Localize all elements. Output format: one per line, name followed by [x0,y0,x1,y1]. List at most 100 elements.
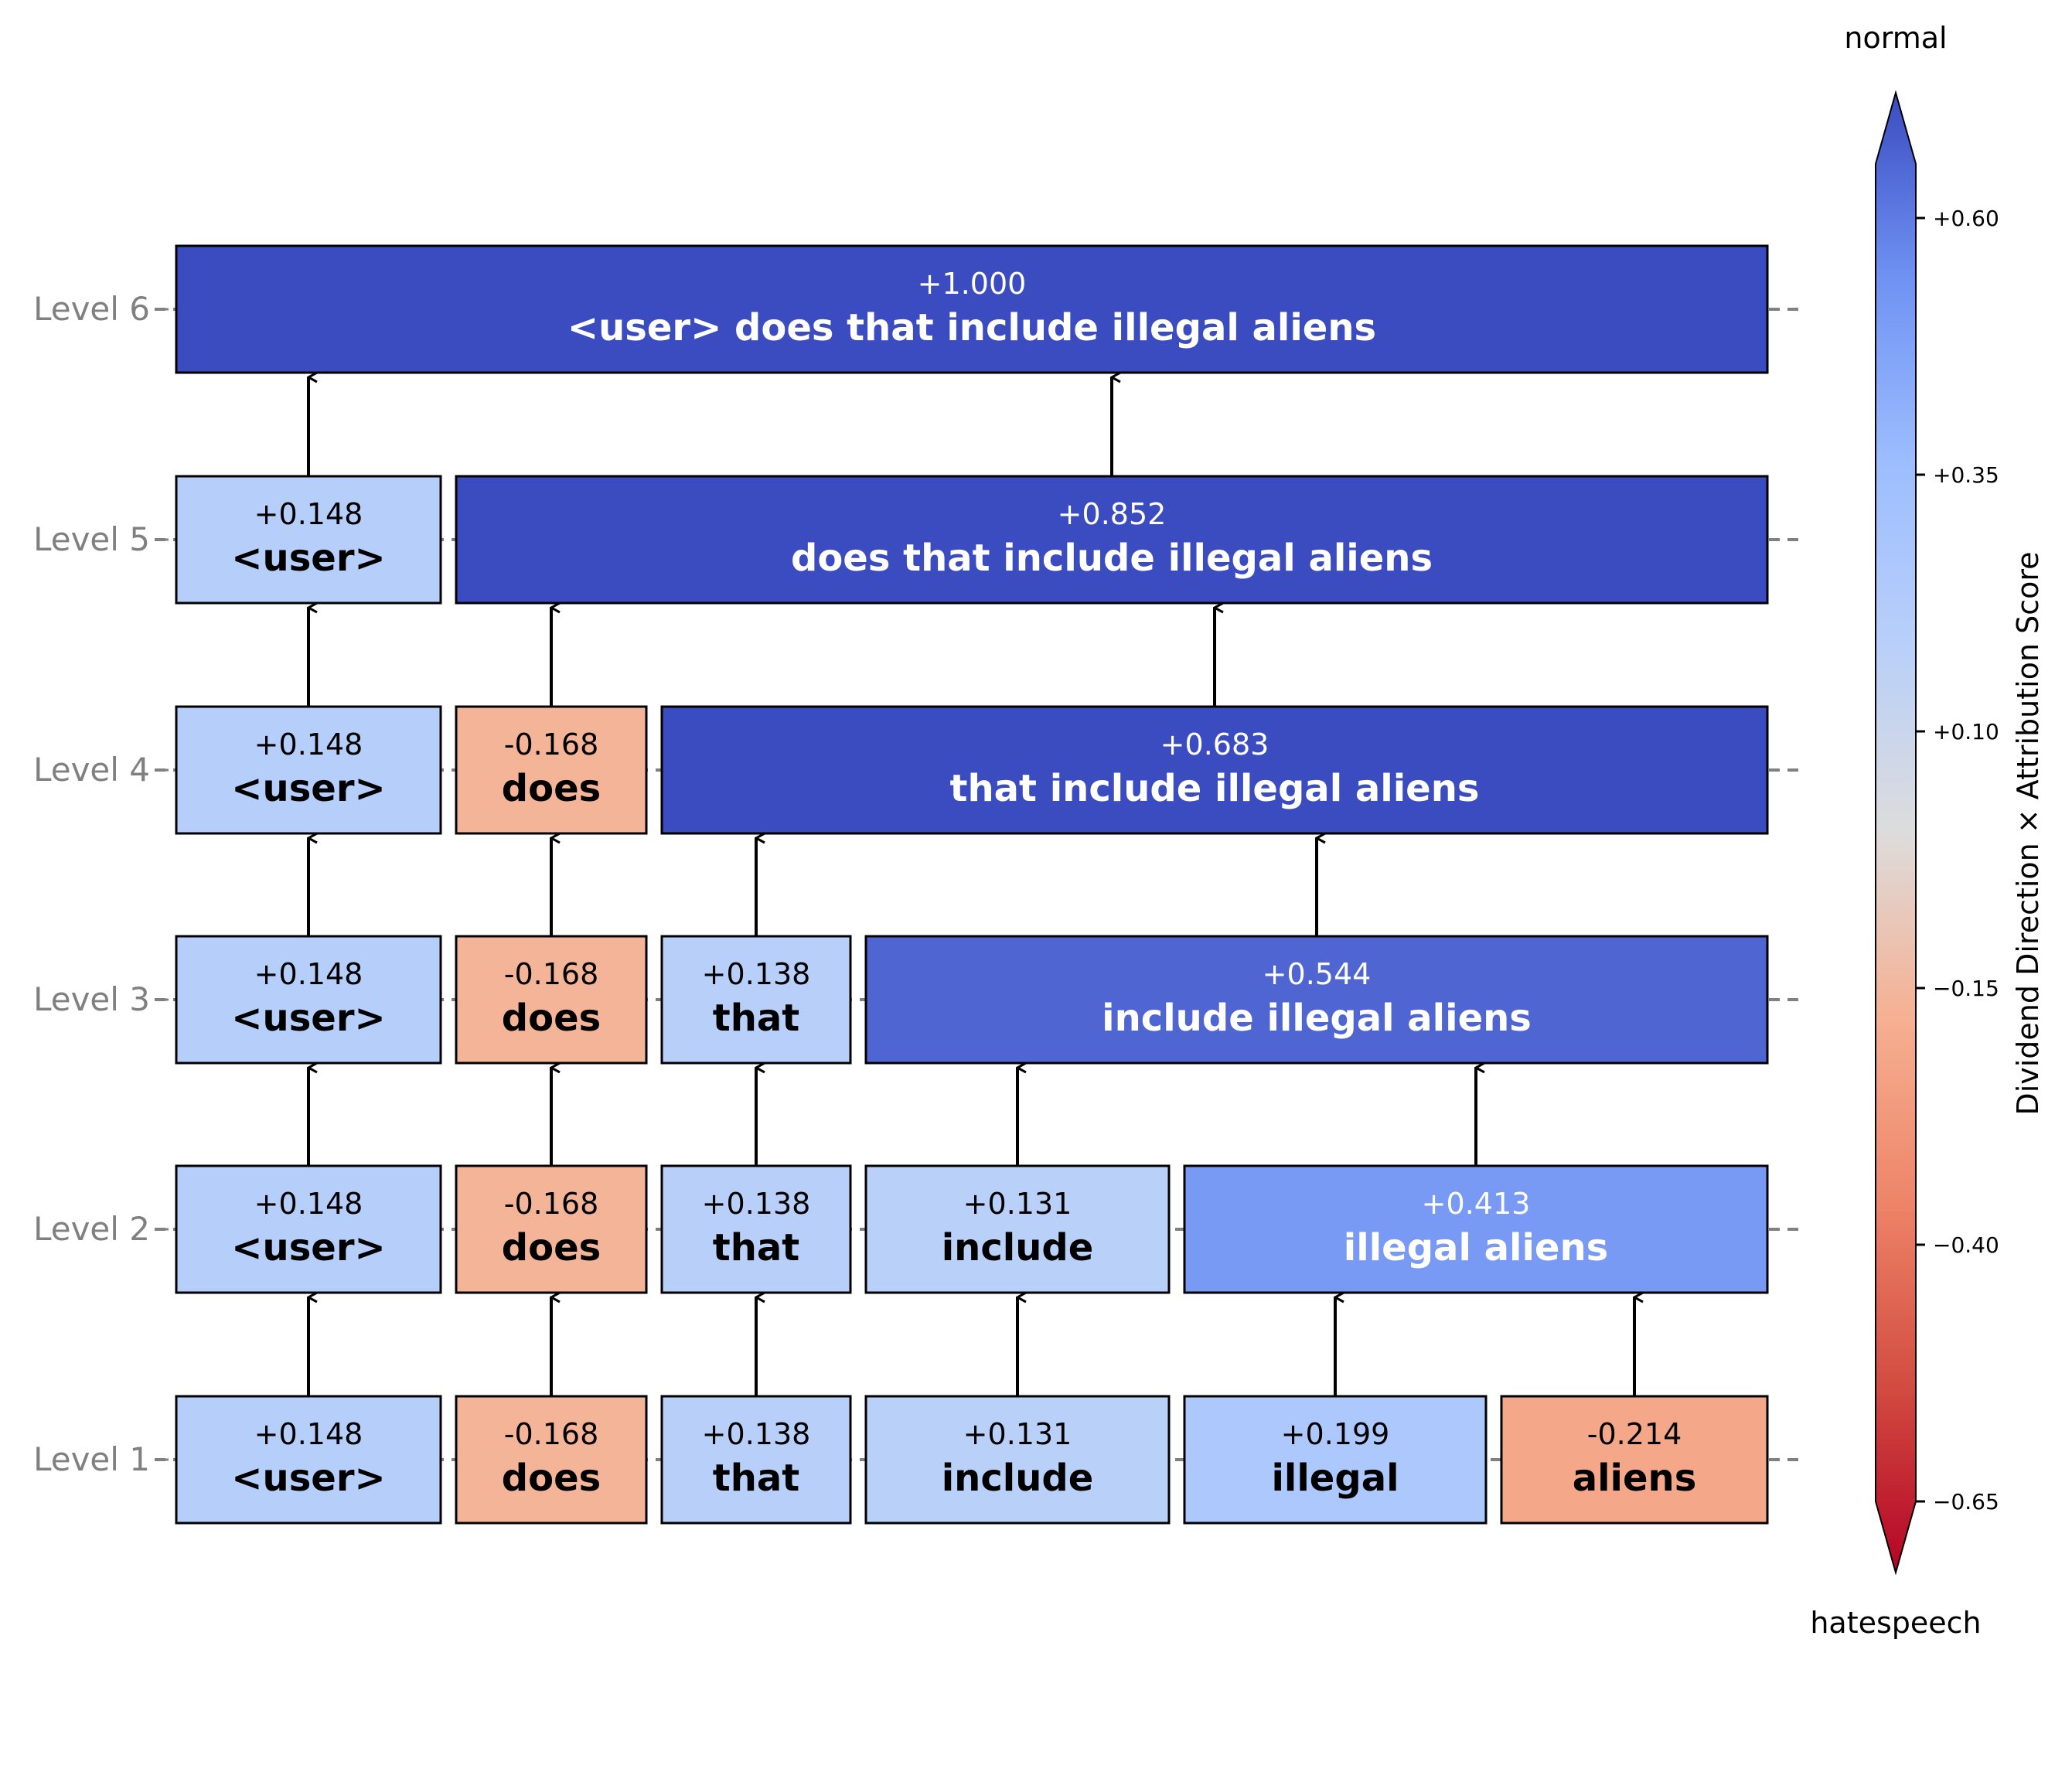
token-node-text: illegal [1271,1457,1399,1500]
colorbar-gradient [1875,90,1917,1576]
token-node: -0.168 does [455,935,648,1065]
token-node-text: that [713,1226,799,1269]
token-node-score: +0.199 [1281,1417,1390,1451]
token-node-box [455,705,648,835]
token-node: -0.168 does [455,705,648,835]
token-node-text: does [502,1457,601,1500]
token-node-score: -0.168 [504,1417,599,1451]
colorbar-top-label: normal [1844,21,1947,55]
token-node-score: +0.131 [963,1187,1072,1221]
token-node-box [864,935,1769,1065]
token-node-box [864,1164,1171,1294]
colorbar-tick-label: −0.65 [1933,1489,1999,1515]
token-node-score: +0.148 [254,497,363,531]
level-axis-labels: Level 1 Level 2 Level 3 Level 4 Level 5 Level… [33,290,169,1478]
token-node: +0.148 <user> [175,705,442,835]
token-node-text: aliens [1573,1457,1697,1500]
token-node-box [660,1395,852,1525]
colorbar-axis-label: Dividend Direction × Attribution Score [2011,551,2045,1115]
token-node: +0.148 <user> [175,475,442,605]
token-node-score: +0.544 [1263,957,1372,991]
token-node-text: does that include illegal aliens [791,537,1433,580]
token-node-text: <user> [231,537,385,580]
colorbar-tick-label: +0.10 [1933,719,1999,745]
colorbar-bottom-label: hatespeech [1810,1606,1981,1640]
token-node-score: -0.168 [504,728,599,762]
token-node: +0.148 <user> [175,1164,442,1294]
token-node-box [175,1164,442,1294]
token-node-score: +0.148 [254,1417,363,1451]
token-node: -0.168 does [455,1395,648,1525]
token-node-box [175,1395,442,1525]
token-node-score: +1.000 [918,267,1027,301]
token-node: +0.138 that [660,1164,852,1294]
token-node-box [1500,1395,1769,1525]
token-node-score: +0.138 [702,957,811,991]
colorbar-ticks: +0.60+0.35+0.10−0.15−0.40−0.65 [1916,206,1999,1515]
token-node-box [455,475,1769,605]
colorbar-tick-label: +0.35 [1933,462,1999,488]
token-node-score: +0.413 [1422,1187,1531,1221]
token-node-score: -0.168 [504,1187,599,1221]
token-node-text: <user> [231,1457,385,1500]
token-node-text: that [713,997,799,1040]
token-node-box [1183,1164,1769,1294]
token-node-score: +0.148 [254,957,363,991]
token-node-score: +0.148 [254,728,363,762]
token-node: +0.138 that [660,1395,852,1525]
token-node-score: +0.852 [1058,497,1167,531]
token-node-text: that include illegal aliens [950,767,1480,810]
level-label: Level 1 [33,1440,150,1478]
token-node-box [660,705,1769,835]
token-node-text: include [942,1226,1094,1269]
token-node-text: include illegal aliens [1102,997,1532,1040]
token-node-text: <user> [231,767,385,810]
token-node-box [175,705,442,835]
level-label: Level 5 [33,520,150,558]
token-node-text: <user> [231,997,385,1040]
token-node-score: +0.138 [702,1187,811,1221]
token-node-box [864,1395,1171,1525]
colorbar: +0.60+0.35+0.10−0.15−0.40−0.65 normal ha… [1810,21,2045,1640]
token-node-box [455,1395,648,1525]
level-label: Level 3 [33,980,150,1018]
token-node-box [1183,1395,1488,1525]
token-node-score: -0.214 [1587,1417,1682,1451]
token-node-score: +0.131 [963,1417,1072,1451]
token-node-text: does [502,1226,601,1269]
token-node-text: illegal aliens [1344,1226,1608,1269]
token-node-text: <user> does that include illegal aliens [567,306,1376,349]
token-node-text: does [502,767,601,810]
token-node-score: +0.148 [254,1187,363,1221]
token-node-text: that [713,1457,799,1500]
token-node-box [660,1164,852,1294]
token-node-text: <user> [231,1226,385,1269]
token-node: +0.148 <user> [175,935,442,1065]
colorbar-tick-label: −0.15 [1933,976,1999,1001]
token-node: +0.852 does that include illegal aliens [455,475,1769,605]
token-node-box [455,935,648,1065]
level-label: Level 2 [33,1210,150,1248]
token-node: +0.131 include [864,1164,1171,1294]
level-label: Level 4 [33,751,150,789]
token-node: +0.148 <user> [175,1395,442,1525]
merge-arrows [307,377,1634,1396]
token-node: +1.000 <user> does that include illegal a… [175,244,1769,374]
token-node-box [455,1164,648,1294]
level-label: Level 6 [33,290,150,328]
token-node-score: -0.168 [504,957,599,991]
token-node-score: +0.138 [702,1417,811,1451]
token-node-text: does [502,997,601,1040]
token-node: +0.138 that [660,935,852,1065]
token-node: -0.168 does [455,1164,648,1294]
token-node: +0.199 illegal [1183,1395,1488,1525]
token-node-box [175,475,442,605]
token-node-score: +0.683 [1160,728,1269,762]
token-node-box [175,935,442,1065]
token-node: +0.544 include illegal aliens [864,935,1769,1065]
token-node: +0.683 that include illegal aliens [660,705,1769,835]
token-node: -0.214 aliens [1500,1395,1769,1525]
token-nodes: +0.148<user>-0.168does+0.138that+0.131in… [175,244,1769,1525]
